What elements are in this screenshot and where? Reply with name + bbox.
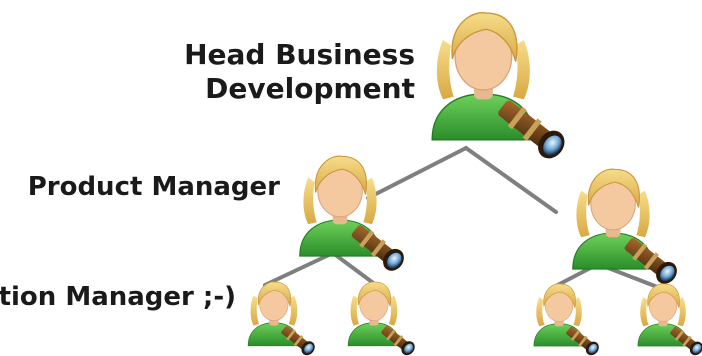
person-with-telescope-icon	[299, 155, 409, 276]
person-with-telescope-icon	[347, 281, 418, 356]
label-truncated-manager: tion Manager ;-)	[0, 282, 236, 312]
person-with-telescope-icon	[572, 168, 682, 289]
label-head-line1: Head Business	[184, 38, 415, 71]
person-with-telescope-icon	[637, 283, 702, 356]
label-head-line2: Development	[205, 71, 415, 105]
label-head-business-development: Head Business Development	[184, 38, 415, 105]
connector-head-left	[366, 146, 468, 200]
person-with-telescope-icon	[247, 281, 318, 356]
connector-pm-right	[331, 251, 378, 287]
connector-pm-left	[263, 251, 335, 287]
label-product-manager: Product Manager	[27, 172, 280, 202]
connector-head-right	[464, 146, 558, 214]
person-with-telescope-icon	[533, 283, 602, 356]
person-with-telescope-icon	[431, 12, 571, 165]
